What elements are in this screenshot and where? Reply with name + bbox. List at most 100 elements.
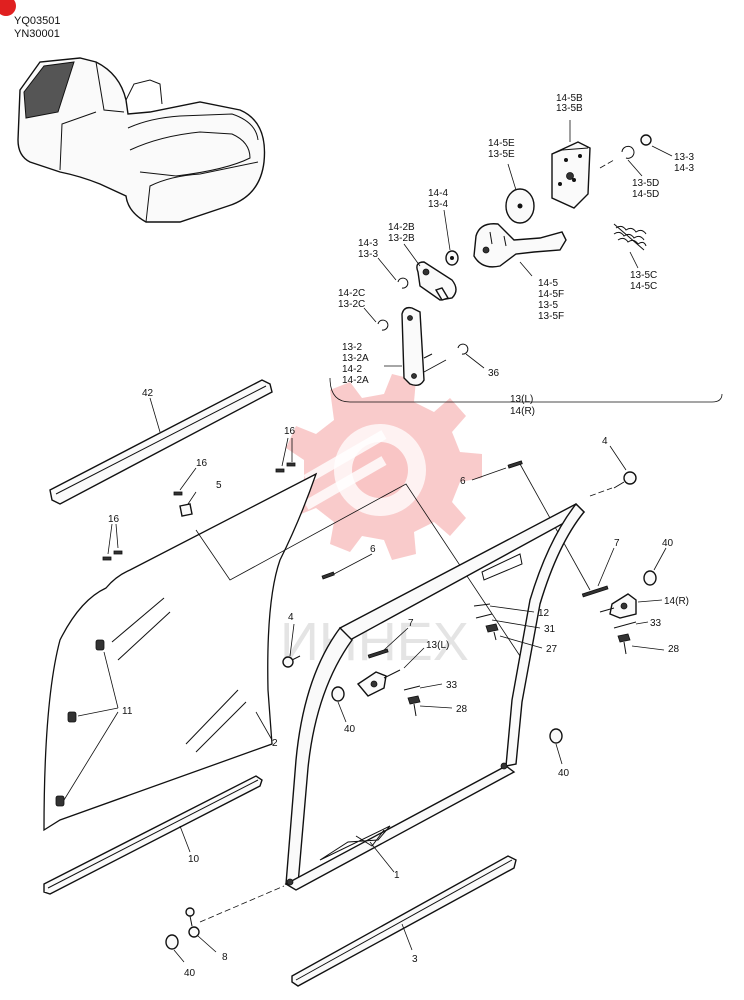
- label-33-right: 33: [650, 618, 662, 629]
- cab-window-hatched: [23, 61, 75, 119]
- label-13-5C: 13-5C: [630, 270, 657, 281]
- group-bracket-13-14: [329, 377, 723, 403]
- seal-strip-42: [49, 379, 273, 505]
- label-14-2C: 14-2C: [338, 288, 365, 299]
- label-42: 42: [142, 388, 154, 399]
- model-code-1: YQ03501: [14, 15, 60, 27]
- label-14-5B: 14-5B: [556, 93, 583, 104]
- e-clip-36: [457, 343, 469, 355]
- label-40-right-upper: 40: [662, 538, 674, 549]
- label-14-2: 14-2: [342, 364, 362, 375]
- washer-31: [475, 613, 493, 619]
- label-40-bottom: 40: [184, 968, 196, 979]
- label-7-right: 7: [614, 538, 620, 549]
- label-16-top: 16: [284, 426, 296, 437]
- label-13-3-right: 13-3: [674, 152, 694, 163]
- seal-strip-10: [43, 775, 263, 895]
- rod-6-top: [507, 460, 523, 469]
- latch-lever-14-5: [473, 223, 567, 268]
- washer-33-right: [613, 621, 637, 629]
- label-6-top: 6: [460, 476, 466, 487]
- label-13-2C: 13-2C: [338, 299, 365, 310]
- label-14-5D: 14-5D: [632, 189, 659, 200]
- label-14-3-right: 14-3: [674, 163, 694, 174]
- label-31: 31: [544, 624, 556, 635]
- label-13-5D: 13-5D: [632, 178, 659, 189]
- bolt-28-right: [617, 633, 631, 655]
- label-11: 11: [122, 706, 133, 717]
- label-40-left: 40: [344, 724, 356, 735]
- e-clip-14-2C: [377, 319, 389, 331]
- spring-13-5C: [613, 223, 647, 251]
- label-7-center: 7: [408, 618, 414, 629]
- label-40-right-lower: 40: [558, 768, 570, 779]
- bush-40-bottom: [165, 934, 179, 950]
- label-14-3: 14-3: [358, 238, 378, 249]
- label-14-2B: 14-2B: [388, 222, 415, 233]
- glass-clip-11a: [95, 639, 105, 651]
- bush-40-right-upper: [643, 570, 657, 586]
- label-14-5F: 14-5F: [538, 289, 564, 300]
- bolt-28-center: [407, 695, 421, 717]
- glass-clip-11b: [67, 711, 77, 723]
- link-arm-13-2: [401, 306, 433, 387]
- rod-7-right: [581, 585, 609, 598]
- label-13-2B: 13-2B: [388, 233, 415, 244]
- bush-40-left: [331, 686, 345, 702]
- label-13-5E: 13-5E: [488, 149, 515, 160]
- label-4-left: 4: [288, 612, 294, 623]
- screw-27: [485, 623, 499, 641]
- label-14-5C: 14-5C: [630, 281, 657, 292]
- label-14-5: 14-5: [538, 278, 558, 289]
- clip-5: [179, 503, 193, 517]
- latch-14R: [599, 593, 637, 619]
- label-13-3: 13-3: [358, 249, 378, 260]
- label-28-right: 28: [668, 644, 680, 655]
- label-14-5E: 14-5E: [488, 138, 515, 149]
- pin-16-top-a: [275, 468, 285, 473]
- label-8: 8: [222, 952, 228, 963]
- label-13L: 13(L): [426, 640, 449, 651]
- rod-6-center: [321, 571, 335, 580]
- label-12: 12: [538, 608, 550, 619]
- glass-panel-2: [43, 472, 318, 832]
- label-13-4: 13-4: [428, 199, 448, 210]
- label-14R: 14(R): [664, 596, 689, 607]
- watermark-gear-logo: [286, 374, 482, 560]
- e-clip-14-3: [397, 277, 409, 289]
- label-13-2: 13-2: [342, 342, 362, 353]
- bush-40-right-lower: [549, 728, 563, 744]
- label-16-left: 16: [108, 514, 120, 525]
- rod-7-center: [367, 648, 389, 659]
- label-13-5: 13-5: [538, 300, 558, 311]
- pin-16-mid: [173, 491, 183, 496]
- pin-16-top-b: [286, 462, 296, 467]
- label-27: 27: [546, 644, 558, 655]
- label-1: 1: [394, 870, 400, 881]
- label-3: 3: [412, 954, 418, 965]
- label-13-2A: 13-2A: [342, 353, 369, 364]
- label-28-center: 28: [456, 704, 468, 715]
- label-14-4: 14-4: [428, 188, 448, 199]
- latch-13L: [356, 669, 401, 697]
- label-10: 10: [188, 854, 200, 865]
- seal-strip-3: [291, 855, 517, 987]
- label-14R-group: 14(R): [510, 406, 535, 417]
- label-14-2A: 14-2A: [342, 375, 369, 386]
- knob-4-left: [282, 655, 301, 668]
- label-13-5B: 13-5B: [556, 103, 583, 114]
- washer-33-center: [403, 685, 421, 691]
- pin-16-left-b: [113, 550, 123, 555]
- label-13-5F: 13-5F: [538, 311, 564, 322]
- cab-overview-illustration: [17, 57, 266, 223]
- e-clip-13-5D: [621, 145, 635, 159]
- glass-clip-11c: [55, 795, 65, 807]
- label-4-right: 4: [602, 436, 608, 447]
- e-clip-13-3-right: [640, 134, 652, 146]
- label-6-center: 6: [370, 544, 376, 555]
- label-5: 5: [216, 480, 222, 491]
- label-2: 2: [272, 738, 278, 749]
- label-33-center: 33: [446, 680, 458, 691]
- pin-16-left-a: [102, 556, 112, 561]
